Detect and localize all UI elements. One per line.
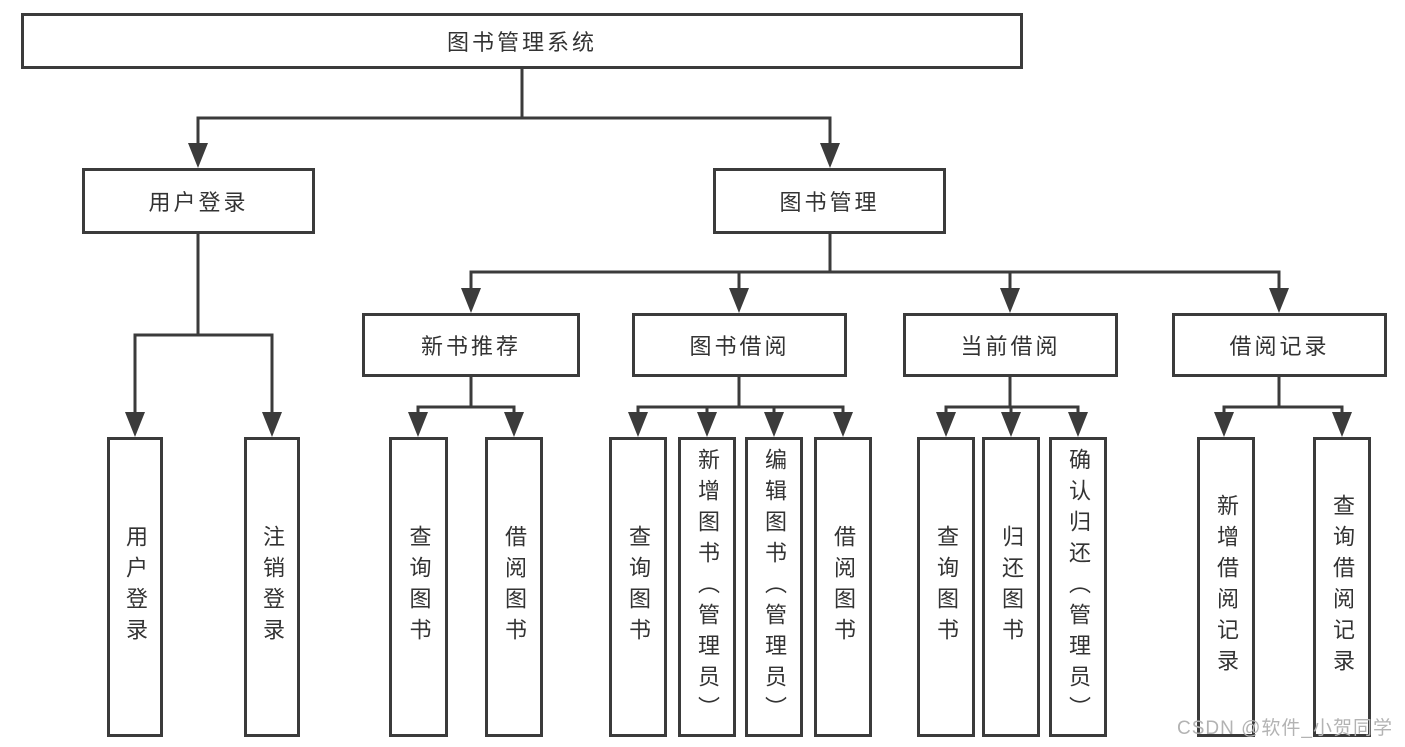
- arrowhead-icon: [1332, 412, 1352, 437]
- node-label-borrowing-records: 借阅记录: [1229, 334, 1330, 359]
- arrowhead-icon: [820, 143, 840, 168]
- arrowhead-icon: [408, 412, 428, 437]
- arrowhead-icon: [1269, 288, 1289, 313]
- node-current-borrowing: 当前借阅: [903, 313, 1118, 377]
- node-borrowing-add-books-admin: 新增图书（管理员）: [678, 437, 736, 737]
- arrowhead-icon: [262, 412, 282, 437]
- arrowhead-icon: [628, 412, 648, 437]
- arrowhead-icon: [729, 288, 749, 313]
- node-label-book-borrowing: 图书借阅: [689, 334, 790, 359]
- connector-user-login-to-leaves: [125, 234, 282, 437]
- node-label-borrowing-add-books-admin: 新增图书（管理员）: [695, 447, 720, 727]
- node-label-current-borrowing: 当前借阅: [960, 334, 1061, 359]
- arrowhead-icon: [1068, 412, 1088, 437]
- connector-book-management-to-level3: [461, 234, 1289, 313]
- node-label-new-book-recommend: 新书推荐: [420, 334, 521, 359]
- connector-book-borrowing-to-leaves: [628, 377, 853, 437]
- arrowhead-icon: [125, 412, 145, 437]
- arrowhead-icon: [697, 412, 717, 437]
- arrowhead-icon: [504, 412, 524, 437]
- node-label-borrowing-query-books: 查询图书: [626, 525, 651, 649]
- node-label-book-management: 图书管理: [779, 190, 880, 215]
- node-label-recommend-borrow-books: 借阅图书: [502, 525, 527, 649]
- arrowhead-icon: [1000, 288, 1020, 313]
- node-borrowing-query-books: 查询图书: [609, 437, 667, 737]
- connector-borrowing-records-to-leaves: [1214, 377, 1352, 437]
- node-current-return-books: 归还图书: [982, 437, 1040, 737]
- node-root: 图书管理系统: [21, 13, 1023, 69]
- node-label-root: 图书管理系统: [446, 30, 597, 55]
- node-current-query-books: 查询图书: [917, 437, 975, 737]
- node-label-user-login: 用户登录: [148, 190, 249, 215]
- node-label-borrowing-borrow-books: 借阅图书: [831, 525, 856, 649]
- arrowhead-icon: [461, 288, 481, 313]
- connector-current-borrowing-to-leaves: [936, 377, 1088, 437]
- node-borrowing-edit-books-admin: 编辑图书（管理员）: [745, 437, 803, 737]
- connector-root-to-level2: [188, 69, 840, 168]
- node-label-current-return-books: 归还图书: [999, 525, 1024, 649]
- node-records-query-record: 查询借阅记录: [1313, 437, 1371, 737]
- arrowhead-icon: [936, 412, 956, 437]
- arrowhead-icon: [764, 412, 784, 437]
- watermark-text: CSDN @软件_小贺同学: [1177, 718, 1393, 739]
- node-label-user-login-leaf: 用户登录: [123, 525, 148, 649]
- node-label-current-confirm-return-admin: 确认归还（管理员）: [1066, 447, 1091, 727]
- connector-new-book-recommend-to-leaves: [408, 377, 524, 437]
- node-borrowing-borrow-books: 借阅图书: [814, 437, 872, 737]
- node-label-borrowing-edit-books-admin: 编辑图书（管理员）: [762, 447, 787, 727]
- node-recommend-borrow-books: 借阅图书: [485, 437, 543, 737]
- node-book-management: 图书管理: [713, 168, 946, 234]
- arrowhead-icon: [1001, 412, 1021, 437]
- node-borrowing-records: 借阅记录: [1172, 313, 1387, 377]
- node-new-book-recommend: 新书推荐: [362, 313, 580, 377]
- node-label-recommend-query-books: 查询图书: [406, 525, 432, 649]
- arrowhead-icon: [833, 412, 853, 437]
- node-current-confirm-return-admin: 确认归还（管理员）: [1049, 437, 1107, 737]
- node-label-logout-leaf: 注销登录: [260, 525, 285, 649]
- node-logout-leaf: 注销登录: [244, 437, 300, 737]
- node-user-login: 用户登录: [82, 168, 315, 234]
- node-label-records-query-record: 查询借阅记录: [1330, 494, 1355, 680]
- node-book-borrowing: 图书借阅: [632, 313, 847, 377]
- arrowhead-icon: [188, 143, 208, 168]
- node-user-login-leaf: 用户登录: [107, 437, 163, 737]
- arrowhead-icon: [1214, 412, 1234, 437]
- node-label-records-add-record: 新增借阅记录: [1214, 494, 1239, 680]
- node-recommend-query-books: 查询图书: [389, 437, 448, 737]
- node-label-current-query-books: 查询图书: [934, 525, 959, 649]
- node-records-add-record: 新增借阅记录: [1197, 437, 1255, 737]
